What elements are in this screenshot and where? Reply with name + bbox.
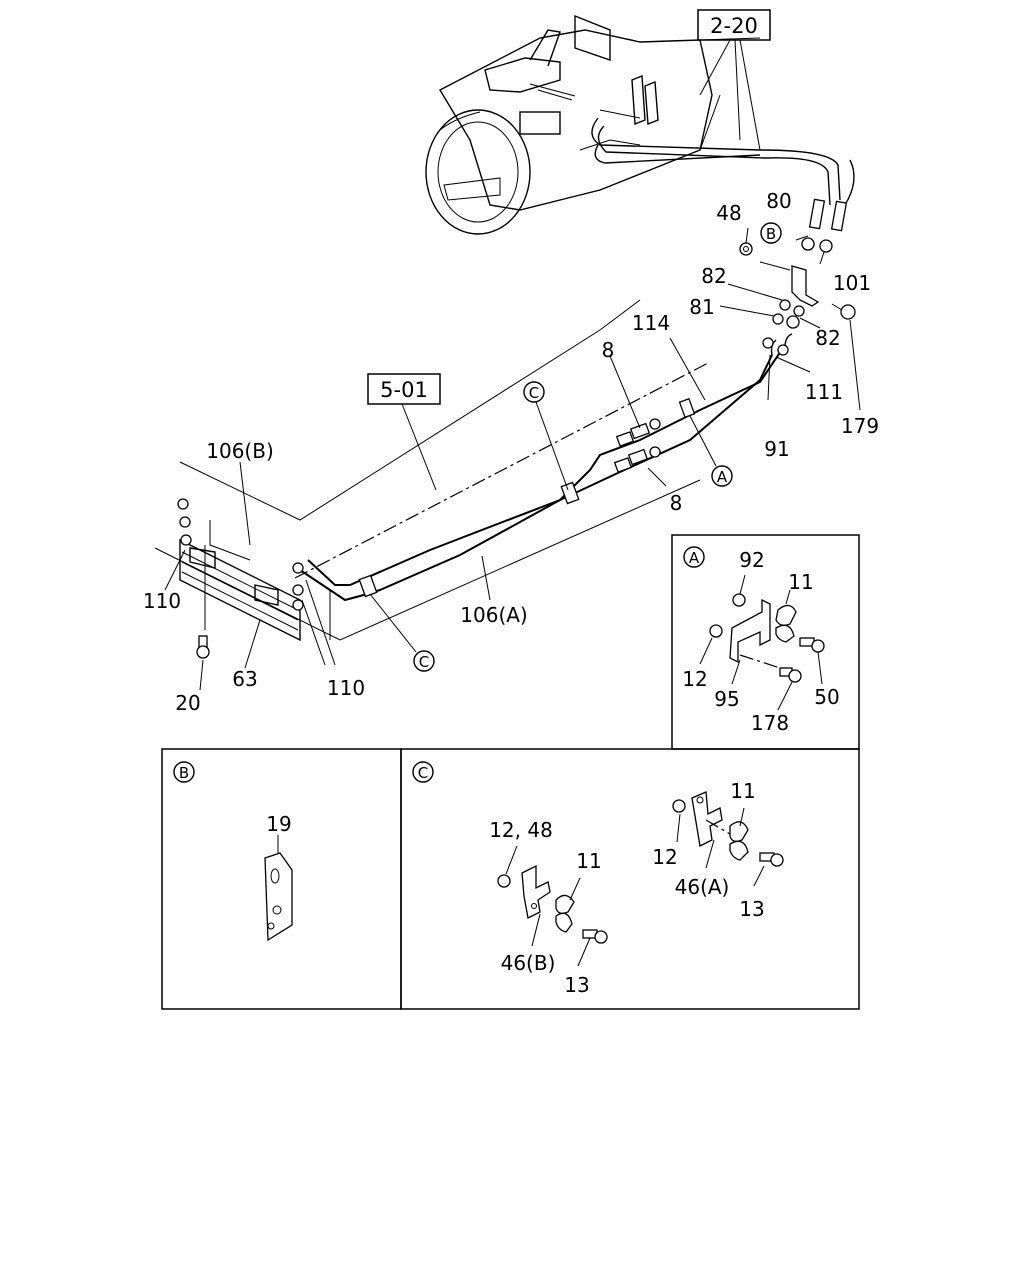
detail-c-nut-12-48 bbox=[497, 874, 511, 888]
detail-a-marker-label: A bbox=[689, 549, 700, 567]
ref-5-01-label: 5-01 bbox=[380, 378, 428, 402]
detail-c-nut-12 bbox=[672, 799, 686, 813]
detail-a-label-95: 95 bbox=[714, 687, 739, 711]
label-80: 80 bbox=[766, 189, 791, 213]
detail-c-label-46b: 46(B) bbox=[501, 951, 556, 975]
detail-a-panel: A 92 11 12 95 50 178 bbox=[671, 534, 860, 750]
detail-a-label-50: 50 bbox=[814, 685, 839, 709]
ref-2-20-label: 2-20 bbox=[710, 14, 758, 38]
detail-c-label-12-48: 12, 48 bbox=[489, 818, 553, 842]
detail-a-nut-12 bbox=[709, 624, 723, 638]
label-20: 20 bbox=[175, 691, 200, 715]
ref-box-2-20[interactable]: 2-20 bbox=[697, 9, 771, 41]
detail-c-label-11-right: 11 bbox=[730, 779, 755, 803]
detail-c-clip-11-left bbox=[555, 894, 575, 914]
label-111: 111 bbox=[805, 380, 843, 404]
detail-a-label-12: 12 bbox=[682, 667, 707, 691]
label-8-upper: 8 bbox=[602, 338, 615, 362]
detail-a-label-11: 11 bbox=[788, 570, 813, 594]
marker-c-lower[interactable]: C bbox=[413, 650, 435, 672]
detail-c-label-46a: 46(A) bbox=[675, 875, 730, 899]
oil-cooler bbox=[179, 520, 301, 642]
fitting-110-left-3 bbox=[180, 534, 192, 546]
detail-a-bolt-178 bbox=[779, 667, 802, 683]
detail-a-bracket-95 bbox=[729, 598, 771, 664]
marker-a-main[interactable]: A bbox=[711, 465, 733, 487]
ref-box-5-01[interactable]: 5-01 bbox=[367, 373, 441, 405]
marker-b-main[interactable]: B bbox=[760, 222, 782, 244]
marker-a-main-label: A bbox=[717, 468, 728, 486]
detail-c-bolt-13-right bbox=[759, 852, 784, 867]
fitting-110-left-2 bbox=[179, 516, 191, 528]
union-upper bbox=[615, 418, 661, 447]
detail-b-marker-label: B bbox=[179, 764, 189, 782]
label-81: 81 bbox=[689, 295, 714, 319]
detail-c-bracket-46a bbox=[691, 791, 723, 847]
detail-a-label-178: 178 bbox=[751, 711, 789, 735]
label-101: 101 bbox=[833, 271, 871, 295]
transmission-illustration bbox=[425, 14, 855, 235]
label-8-lower: 8 bbox=[670, 491, 683, 515]
detail-b-bracket-19 bbox=[264, 852, 293, 942]
detail-a-nut-92 bbox=[732, 593, 746, 607]
detail-c-label-11-left: 11 bbox=[576, 849, 601, 873]
detail-c-panel: C 12, 48 11 46(B) 13 bbox=[400, 748, 860, 1010]
fitting-110-left-1 bbox=[177, 498, 189, 510]
label-106b: 106(B) bbox=[206, 439, 274, 463]
detail-b-label-19: 19 bbox=[266, 812, 291, 836]
detail-a-clip-11-lower bbox=[775, 624, 795, 643]
label-63: 63 bbox=[232, 667, 257, 691]
label-48: 48 bbox=[716, 201, 741, 225]
label-179: 179 bbox=[841, 414, 879, 438]
fitting-110-right-3 bbox=[292, 599, 304, 611]
marker-c-upper[interactable]: C bbox=[523, 381, 545, 403]
detail-a-marker: A bbox=[683, 546, 705, 568]
detail-a-label-92: 92 bbox=[739, 548, 764, 572]
detail-b-panel: B 19 bbox=[161, 748, 402, 1010]
label-91: 91 bbox=[764, 437, 789, 461]
clip-a bbox=[678, 397, 696, 419]
fitting-110-right-1 bbox=[292, 562, 304, 574]
label-110-right: 110 bbox=[327, 676, 365, 700]
oil-cooler-pipes bbox=[299, 333, 793, 602]
fitting-110-right-2 bbox=[292, 584, 304, 596]
detail-c-marker-label: C bbox=[418, 764, 428, 782]
frame-rail bbox=[154, 299, 711, 641]
label-82-upper: 82 bbox=[701, 264, 726, 288]
union-lower bbox=[613, 446, 661, 473]
detail-c-marker: C bbox=[412, 761, 434, 783]
detail-a-bolt-50 bbox=[799, 637, 825, 653]
detail-c-label-12: 12 bbox=[652, 845, 677, 869]
detail-c-label-13-left: 13 bbox=[564, 973, 589, 997]
main-leaders bbox=[164, 227, 861, 691]
ref-2-20-leaders bbox=[699, 39, 761, 151]
detail-c-bolt-13-left bbox=[582, 929, 608, 944]
label-106a: 106(A) bbox=[460, 603, 527, 627]
label-114: 114 bbox=[632, 311, 670, 335]
detail-a-centerline bbox=[739, 654, 781, 669]
bolt-20 bbox=[196, 635, 210, 659]
detail-c-clip-11-right bbox=[729, 821, 749, 842]
detail-c-label-13-right: 13 bbox=[739, 897, 764, 921]
clip-c-lower bbox=[358, 574, 378, 598]
bracket-b-fittings bbox=[739, 237, 856, 356]
label-110-left: 110 bbox=[143, 589, 181, 613]
detail-c-bracket-46b bbox=[521, 864, 551, 919]
clip-c-upper bbox=[560, 481, 580, 505]
detail-b-marker: B bbox=[173, 761, 195, 783]
marker-b-main-label: B bbox=[766, 225, 776, 243]
detail-a-clip-11 bbox=[775, 604, 797, 626]
ref-5-01-leader bbox=[401, 403, 437, 491]
marker-c-lower-label: C bbox=[419, 653, 429, 671]
label-82-lower: 82 bbox=[815, 326, 840, 350]
marker-c-upper-label: C bbox=[529, 384, 539, 402]
